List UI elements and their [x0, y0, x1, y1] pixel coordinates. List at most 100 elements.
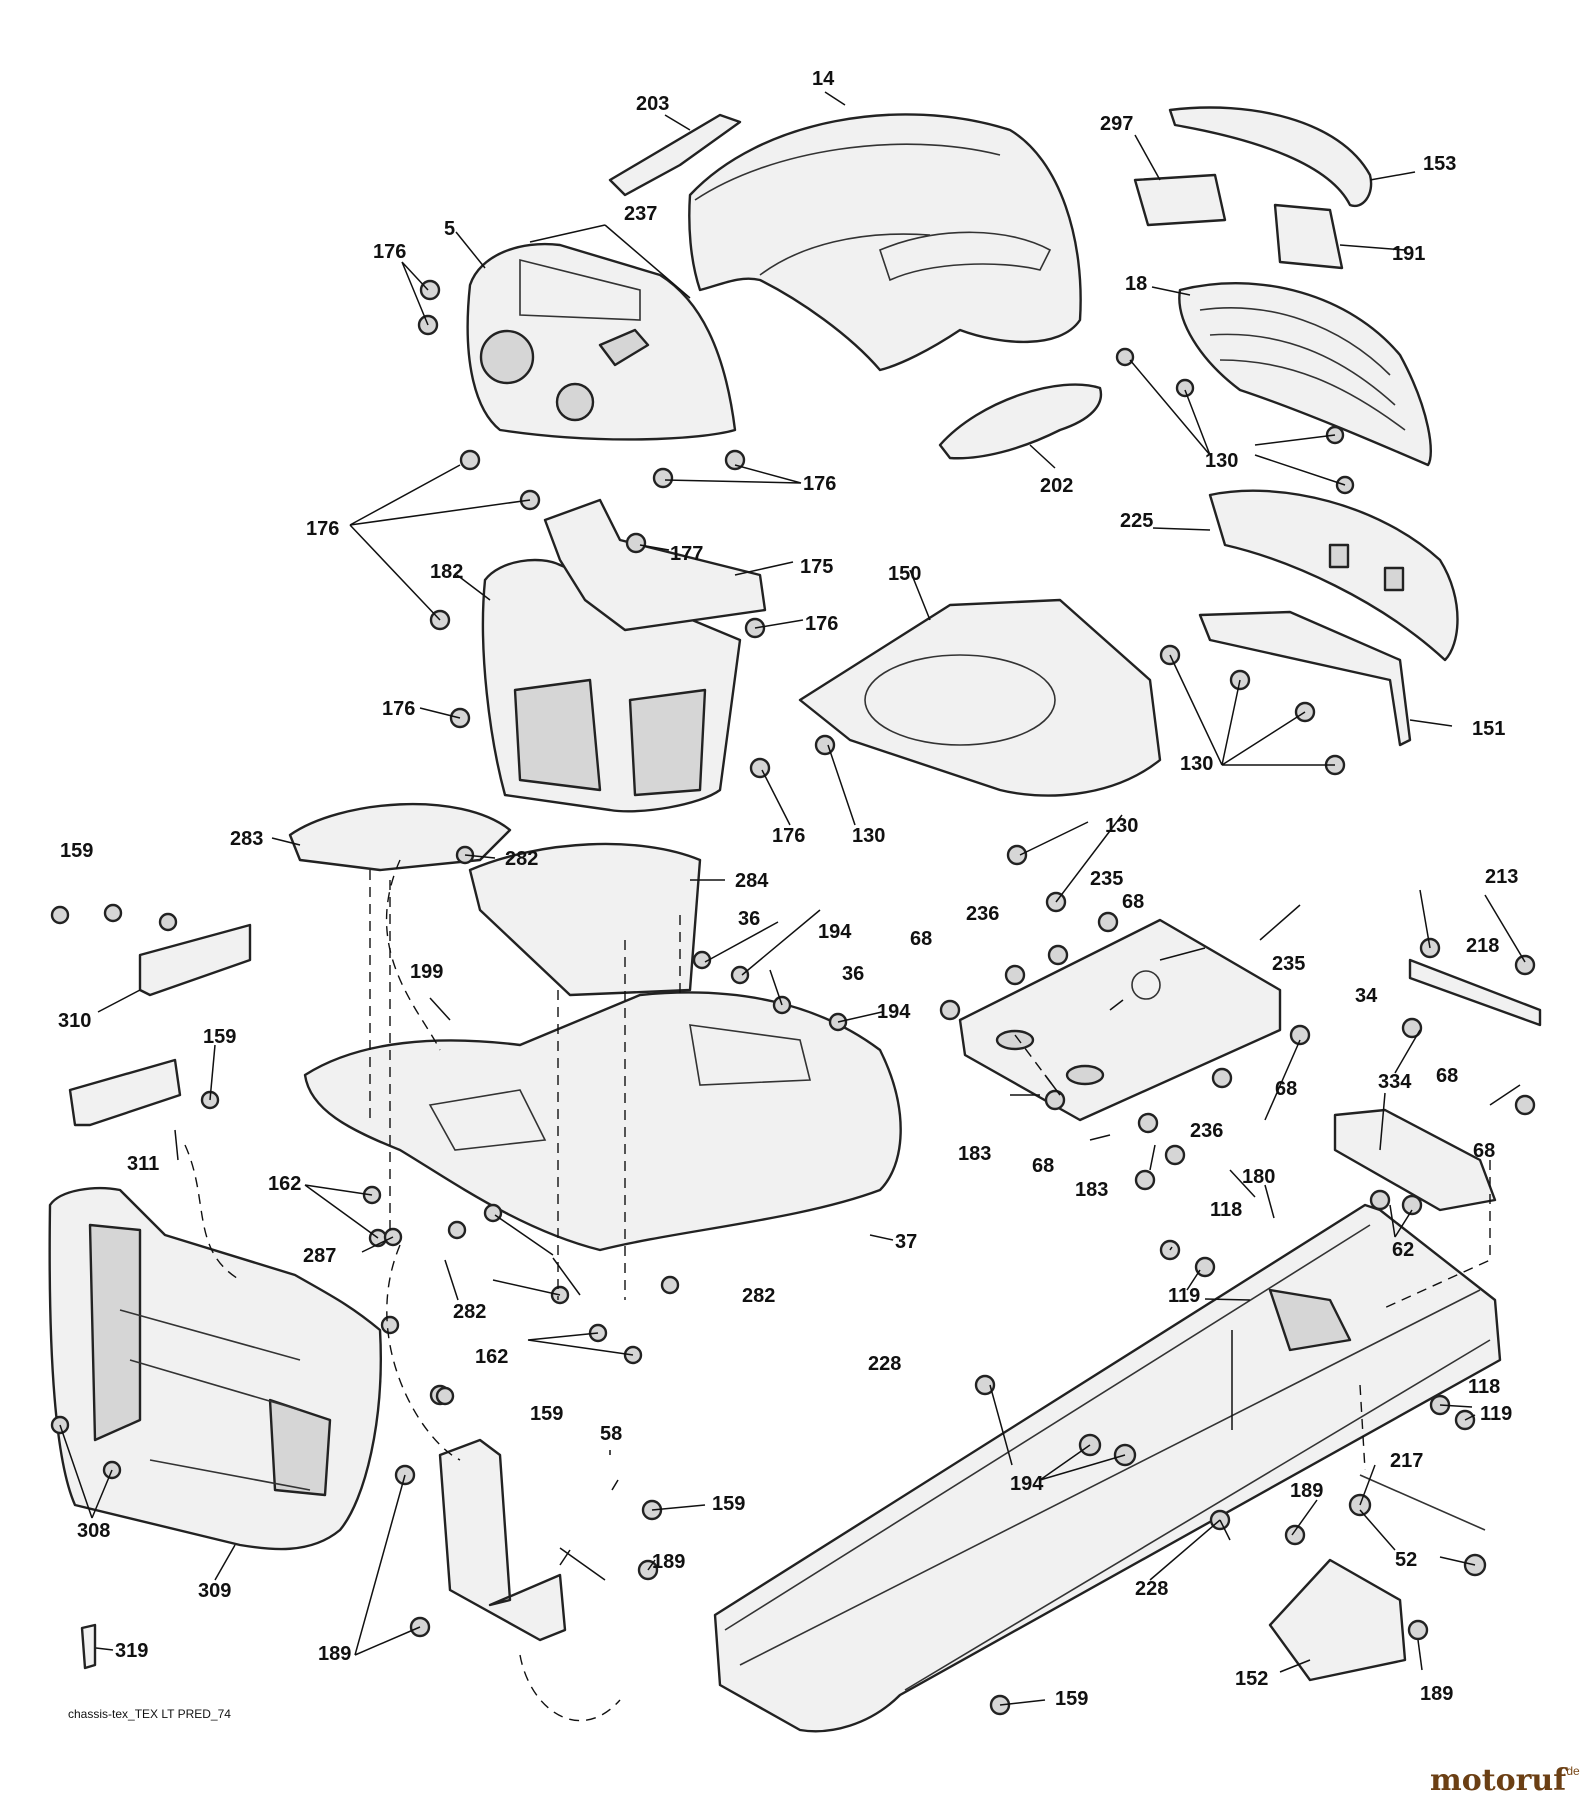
- label-176-f: 176: [772, 825, 805, 847]
- label-130-d: 130: [1105, 815, 1138, 837]
- label-68-e: 68: [1436, 1065, 1458, 1087]
- label-236-b: 236: [1190, 1120, 1223, 1142]
- label-287: 287: [303, 1245, 336, 1267]
- bracket-334: [1333, 1108, 1497, 1212]
- label-159-a: 159: [60, 840, 93, 862]
- label-176-e: 176: [382, 698, 415, 720]
- label-119-a: 119: [1168, 1285, 1200, 1307]
- label-159-d: 159: [712, 1493, 745, 1515]
- label-217: 217: [1390, 1450, 1423, 1472]
- label-159-e: 159: [1055, 1688, 1088, 1710]
- label-183-b: 183: [1075, 1179, 1108, 1201]
- label-36-a: 36: [738, 908, 760, 930]
- label-235-a: 235: [1090, 868, 1123, 890]
- label-182: 182: [430, 561, 463, 583]
- label-176-d: 176: [805, 613, 838, 635]
- label-177: 177: [670, 543, 703, 565]
- label-159-c: 159: [530, 1403, 563, 1425]
- bracket-310: [138, 923, 252, 997]
- label-175: 175: [800, 556, 833, 578]
- floor-150: [798, 598, 1162, 797]
- label-199: 199: [410, 961, 443, 983]
- label-228-a: 228: [868, 1353, 901, 1375]
- guard-152: [1268, 1558, 1407, 1682]
- plate-34: [958, 918, 1282, 1122]
- label-5: 5: [444, 218, 455, 240]
- fender-37: [303, 991, 902, 1252]
- label-68-a: 68: [1122, 891, 1144, 913]
- label-189-c: 189: [318, 1643, 351, 1665]
- label-308: 308: [77, 1520, 110, 1542]
- strip-153: [1168, 106, 1373, 208]
- bracket-175: [543, 498, 767, 632]
- label-52: 52: [1395, 1549, 1417, 1571]
- alignment-lines: [184, 859, 1491, 1722]
- label-189-b: 189: [652, 1551, 685, 1573]
- label-309: 309: [198, 1580, 231, 1602]
- label-180: 180: [1242, 1166, 1275, 1188]
- label-151: 151: [1472, 718, 1505, 740]
- trim-203: [608, 113, 742, 197]
- handle-202: [938, 383, 1103, 460]
- label-130-c: 130: [852, 825, 885, 847]
- label-191: 191: [1392, 243, 1425, 265]
- brand-name: motoruf: [1430, 1763, 1568, 1798]
- label-282-c: 282: [742, 1285, 775, 1307]
- brand-logo: motoruf .de: [1430, 1763, 1580, 1798]
- cover-284: [468, 842, 702, 997]
- label-297: 297: [1100, 113, 1133, 135]
- label-319: 319: [115, 1640, 148, 1662]
- label-235-b: 235: [1272, 953, 1305, 975]
- label-18: 18: [1125, 273, 1147, 295]
- hood-part: [688, 113, 1082, 372]
- leader-lines: [59, 91, 1526, 1706]
- label-62: 62: [1392, 1239, 1414, 1261]
- diagram-caption: chassis-tex_TEX LT PRED_74: [68, 1707, 231, 1721]
- cover-283: [288, 802, 512, 872]
- label-194-b: 194: [877, 1001, 911, 1023]
- label-162-b: 162: [475, 1346, 508, 1368]
- label-34: 34: [1355, 985, 1378, 1007]
- block-297: [1133, 173, 1227, 227]
- bracket-58: [438, 1438, 567, 1642]
- part-labels: 14 203 237 5 176 297 153 191 18 130 202 …: [58, 68, 1518, 1710]
- label-58: 58: [600, 1423, 622, 1445]
- label-237: 237: [624, 203, 657, 225]
- label-36-b: 36: [842, 963, 864, 985]
- label-68-c: 68: [1275, 1078, 1297, 1100]
- label-334: 334: [1378, 1071, 1412, 1093]
- label-203: 203: [636, 93, 669, 115]
- label-282-b: 282: [453, 1301, 486, 1323]
- bumper-225: [1208, 489, 1459, 662]
- label-311: 311: [127, 1153, 159, 1175]
- label-130-a: 130: [1205, 450, 1238, 472]
- label-194-c: 194: [1010, 1473, 1044, 1495]
- label-37: 37: [895, 1231, 917, 1253]
- label-213: 213: [1485, 866, 1518, 888]
- label-283: 283: [230, 828, 263, 850]
- label-152: 152: [1235, 1668, 1268, 1690]
- label-130-b: 130: [1180, 753, 1213, 775]
- label-236-a: 236: [966, 903, 999, 925]
- label-225: 225: [1120, 510, 1153, 532]
- label-153: 153: [1423, 153, 1456, 175]
- bracket-311: [68, 1058, 182, 1127]
- label-310: 310: [58, 1010, 91, 1032]
- clip-319: [80, 1623, 97, 1670]
- label-118-a: 118: [1210, 1199, 1242, 1221]
- label-218: 218: [1466, 935, 1499, 957]
- dash-panel: [466, 242, 737, 441]
- block-191: [1273, 203, 1344, 270]
- label-68-b: 68: [910, 928, 932, 950]
- label-159-b: 159: [203, 1026, 236, 1048]
- label-176-c: 176: [306, 518, 339, 540]
- label-228-b: 228: [1135, 1578, 1168, 1600]
- label-183-a: 183: [958, 1143, 991, 1165]
- label-189-a: 189: [1290, 1480, 1323, 1502]
- parts-drawing: [48, 106, 1542, 1733]
- label-282-a: 282: [505, 848, 538, 870]
- rod-217: [1359, 1474, 1486, 1531]
- label-176-b: 176: [803, 473, 836, 495]
- label-194-a: 194: [818, 921, 852, 943]
